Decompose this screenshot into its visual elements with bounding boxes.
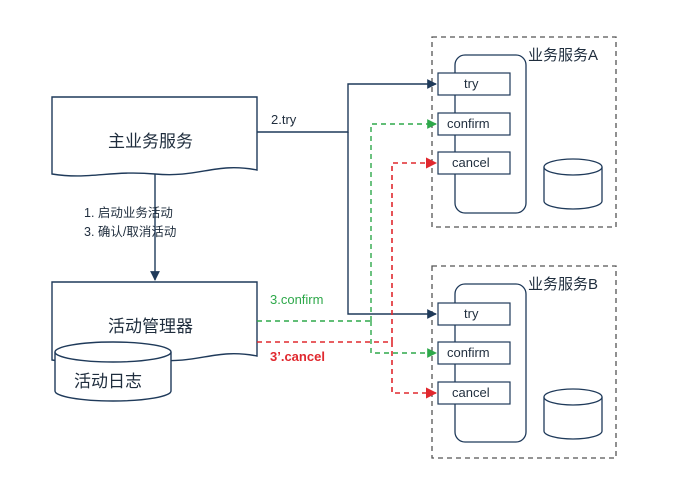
confirm-edge — [257, 119, 437, 358]
service-b-confirm-label: confirm — [447, 345, 490, 360]
activity-log-label: 活动日志 — [74, 372, 142, 391]
confirm-edge-label: 3.confirm — [270, 292, 324, 307]
try-edge — [257, 79, 437, 319]
service-b-db-icon — [543, 388, 603, 440]
service-a-cancel-label: cancel — [452, 155, 490, 170]
main-service-label: 主业务服务 — [108, 132, 193, 151]
service-b-cancel-box — [437, 381, 511, 405]
activity-log-db — [54, 341, 172, 402]
service-b-try-box — [437, 302, 511, 326]
service-a-confirm-box — [437, 112, 511, 136]
service-b-cancel-label: cancel — [452, 385, 490, 400]
service-a-confirm-label: confirm — [447, 116, 490, 131]
service-a-title: 业务服务A — [528, 47, 599, 64]
service-b-container — [431, 265, 617, 459]
service-b-try-label: try — [464, 306, 479, 321]
service-a-db-icon — [543, 158, 603, 210]
cancel-edge — [257, 157, 438, 399]
note-line-2: 3. 确认/取消活动 — [84, 225, 177, 239]
cancel-edge-label: 3’.cancel — [270, 349, 325, 364]
note-line-1: 1. 启动业务活动 — [84, 206, 173, 220]
service-a-container — [431, 36, 617, 228]
service-b-title: 业务服务B — [528, 276, 599, 293]
service-b-confirm-box — [437, 341, 511, 365]
activity-manager-label: 活动管理器 — [108, 317, 193, 336]
service-a-try-label: try — [464, 76, 479, 91]
service-a-cancel-box — [437, 151, 511, 175]
service-a-try-box — [437, 72, 511, 96]
try-edge-label: 2.try — [271, 112, 297, 127]
